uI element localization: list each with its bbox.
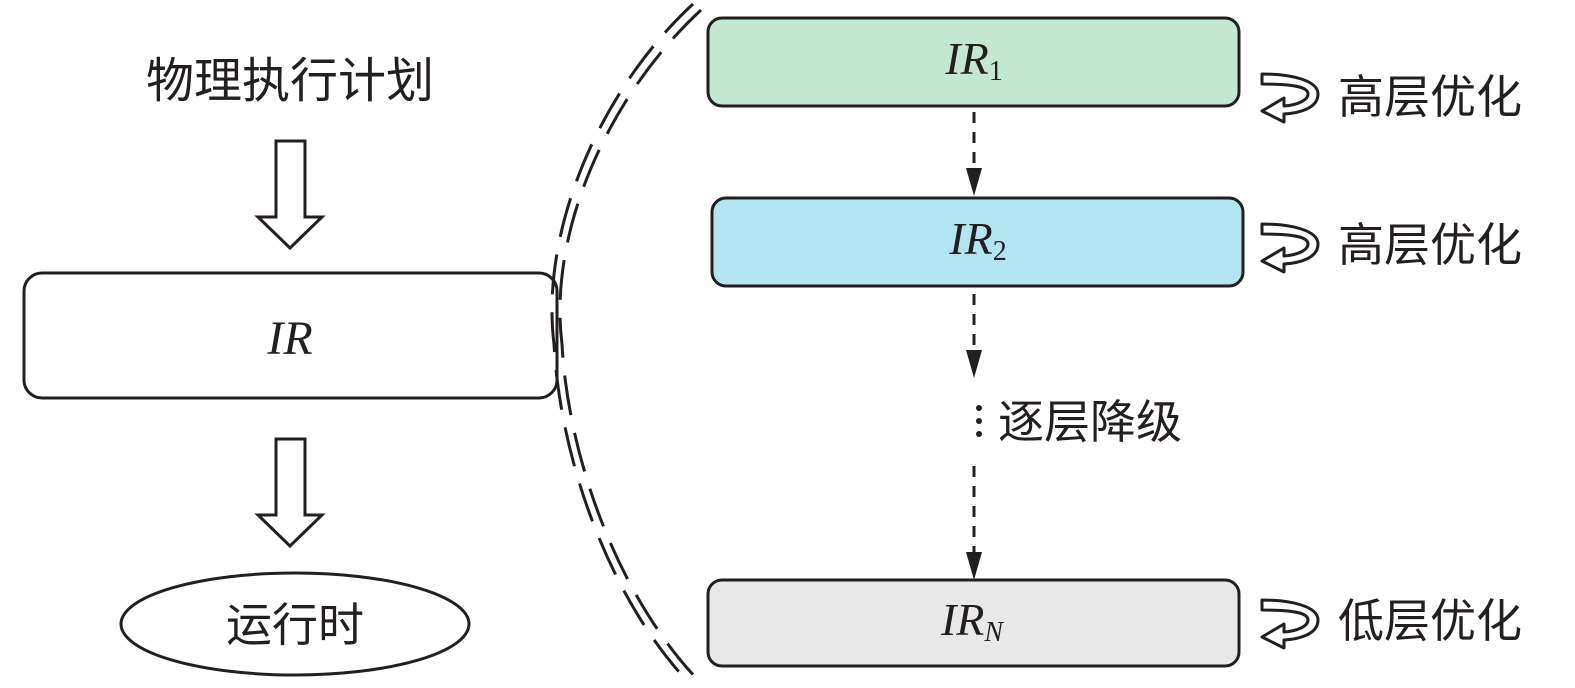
ir-level-2-label: IR2 — [948, 213, 1006, 267]
arrowhead-icon — [966, 350, 982, 378]
ir-level-1: IR1 — [706, 16, 1241, 108]
runtime-ellipse — [119, 571, 471, 677]
optimization-label: 低层优化 — [1338, 594, 1522, 648]
ir-level-n: IRN — [706, 578, 1241, 668]
loop-arrow-icon — [1260, 222, 1320, 274]
zoom-arc — [550, 2, 703, 686]
down-arrow-icon — [254, 437, 326, 549]
ellipsis-icon — [976, 405, 982, 437]
runtime-label: 运行时 — [226, 598, 364, 652]
optimization-1: 高层优化 — [1260, 70, 1522, 124]
ir-level-2-box — [710, 196, 1245, 288]
arrowhead-icon — [966, 168, 982, 196]
optimization-2: 高层优化 — [1260, 218, 1522, 274]
optimization-n: 低层优化 — [1260, 594, 1522, 650]
ir-level-n-label: IRN — [940, 594, 1004, 648]
ir-box — [22, 271, 559, 400]
loop-arrow-icon — [1260, 598, 1320, 650]
lowering-label: 逐层降级 — [998, 395, 1182, 449]
arrowhead-icon — [966, 552, 982, 580]
optimization-label: 高层优化 — [1338, 70, 1522, 124]
ir-level-n-box — [706, 578, 1241, 668]
ir-level-1-box — [706, 16, 1241, 108]
loop-arrow-icon — [1260, 72, 1320, 124]
down-arrow-icon — [254, 139, 326, 251]
ir-level-2: IR2 — [710, 196, 1245, 288]
ir-box-label: IR — [266, 312, 312, 365]
ir-level-1-label: IR1 — [944, 33, 1002, 87]
optimization-label: 高层优化 — [1338, 218, 1522, 272]
physical-plan-label: 物理执行计划 — [146, 53, 434, 109]
